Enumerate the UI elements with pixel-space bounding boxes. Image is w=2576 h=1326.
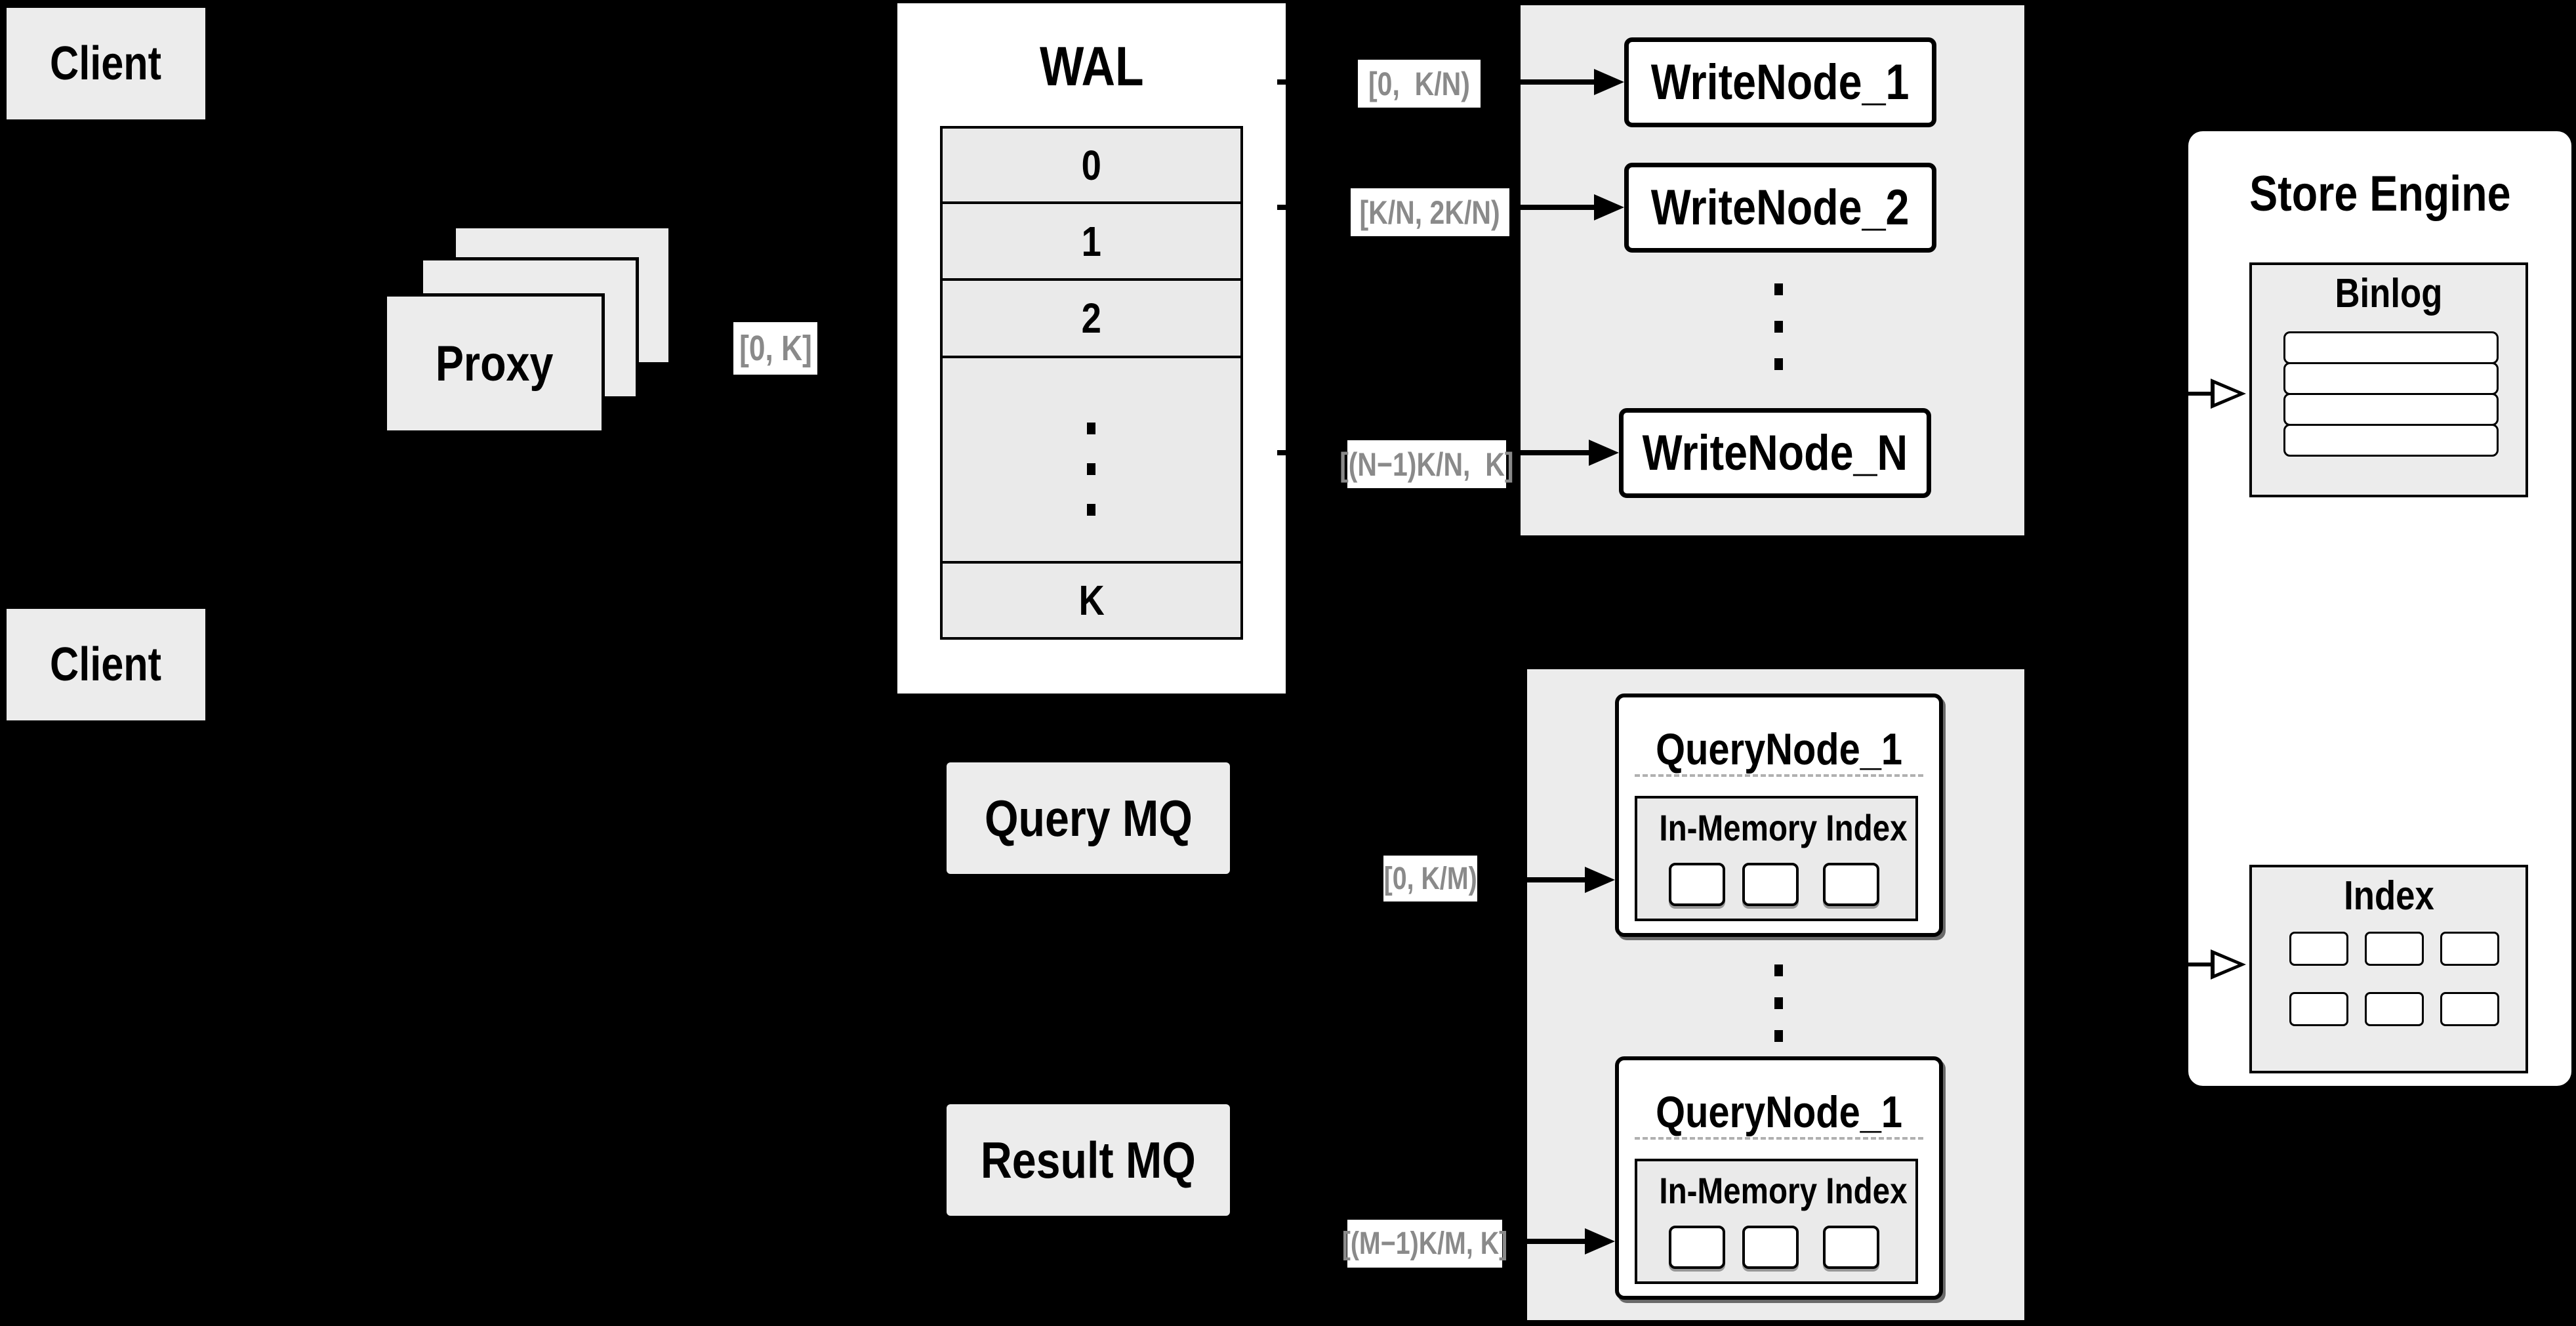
- segment-square: [1742, 1226, 1799, 1269]
- proxy-box-front: Proxy: [384, 293, 605, 434]
- arrowhead-querynode1: [1585, 867, 1615, 893]
- binlog-title: Binlog: [2335, 271, 2443, 316]
- wal-segment-row: K: [943, 564, 1240, 637]
- ellipsis-dot: [1087, 423, 1095, 434]
- ellipsis-dot: [1774, 997, 1783, 1009]
- ellipsis-dot: [1774, 283, 1783, 295]
- wal-panel: WAL 0 1 2 K: [897, 3, 1286, 694]
- proxy-label: Proxy: [435, 335, 554, 392]
- index-square: [2440, 992, 2499, 1026]
- client-top-label: Client: [50, 37, 162, 90]
- arrow-to-index: [2188, 963, 2212, 966]
- open-arrowhead-index-inner: [2215, 955, 2238, 974]
- wal-segment-row: 2: [943, 281, 1240, 358]
- query-node-1-title: QueryNode_1: [1656, 724, 1902, 774]
- query-node-2: QueryNode_1 In-Memory Index: [1615, 1056, 1943, 1300]
- range-label-query-m: [(M−1)K/M, K]: [1342, 1220, 1507, 1268]
- store-engine-panel: Store Engine Binlog Index: [2188, 131, 2571, 1086]
- arrowhead-writenode2: [1594, 194, 1624, 220]
- segment-square: [1823, 1226, 1879, 1269]
- in-memory-index-title: In-Memory Index: [1659, 1170, 1908, 1211]
- binlog-row: [2283, 362, 2499, 395]
- arrowhead-writenode1: [1594, 69, 1624, 95]
- dashed-divider: [1635, 774, 1923, 777]
- segment-square: [1742, 863, 1799, 906]
- query-node-2-title: QueryNode_1: [1656, 1087, 1902, 1137]
- query-mq-box: Query MQ: [947, 762, 1230, 874]
- binlog-row: [2283, 424, 2499, 457]
- query-mq-label: Query MQ: [984, 789, 1193, 847]
- index-title: Index: [2343, 873, 2434, 919]
- ellipsis-dot: [1774, 964, 1783, 976]
- result-mq-label: Result MQ: [981, 1130, 1196, 1189]
- query-node-1: QueryNode_1 In-Memory Index: [1615, 694, 1943, 937]
- ellipsis-dot: [1087, 504, 1095, 516]
- write-node-n: WriteNode_N: [1619, 408, 1931, 498]
- arrow-to-querynode1: [1368, 877, 1591, 882]
- binlog-row: [2283, 331, 2499, 364]
- in-memory-index-box: In-Memory Index: [1635, 796, 1918, 921]
- client-bottom-label: Client: [50, 638, 162, 691]
- wal-segment-table: 0 1 2 K: [940, 126, 1243, 640]
- dashed-divider: [1635, 1137, 1923, 1140]
- range-label-query-1: [0, K/M): [1383, 856, 1477, 901]
- index-square: [2289, 932, 2348, 966]
- in-memory-index-title: In-Memory Index: [1659, 807, 1908, 848]
- index-square: [2289, 992, 2348, 1026]
- binlog-box: Binlog: [2249, 262, 2528, 497]
- index-box: Index: [2249, 865, 2528, 1073]
- wal-title: WAL: [1039, 35, 1144, 97]
- write-node-2: WriteNode_2: [1624, 163, 1936, 253]
- index-square: [2365, 932, 2424, 966]
- result-mq-box: Result MQ: [947, 1104, 1230, 1216]
- in-memory-index-box: In-Memory Index: [1635, 1159, 1918, 1284]
- binlog-row: [2283, 393, 2499, 426]
- ellipsis-dot: [1774, 358, 1783, 370]
- arrowhead-writenoden: [1589, 440, 1619, 466]
- arrow-to-binlog: [2188, 392, 2212, 396]
- range-label-write-2: [K/N, 2K/N): [1351, 188, 1509, 236]
- ellipsis-dot: [1087, 463, 1095, 475]
- wal-ellipsis-row: [943, 358, 1240, 564]
- range-label-write-1: [0, K/N): [1358, 60, 1481, 108]
- segment-square: [1823, 863, 1879, 906]
- range-label-proxy-to-wal: [0, K]: [733, 322, 817, 375]
- write-node-1: WriteNode_1: [1624, 37, 1936, 127]
- ellipsis-dot: [1774, 321, 1783, 333]
- range-label-write-n: [(N−1)K/N, K]: [1339, 440, 1514, 488]
- wal-segment-row: 0: [943, 129, 1240, 204]
- client-box-top: Client: [7, 8, 205, 119]
- segment-square: [1669, 1226, 1725, 1269]
- open-arrowhead-binlog-inner: [2215, 384, 2238, 404]
- ellipsis-dot: [1774, 1030, 1783, 1042]
- client-box-bottom: Client: [7, 609, 205, 720]
- index-square: [2365, 992, 2424, 1026]
- wal-segment-row: 1: [943, 204, 1240, 281]
- store-engine-title: Store Engine: [2249, 166, 2511, 222]
- segment-square: [1669, 863, 1725, 906]
- index-square: [2440, 932, 2499, 966]
- arrowhead-querynode2: [1585, 1228, 1615, 1254]
